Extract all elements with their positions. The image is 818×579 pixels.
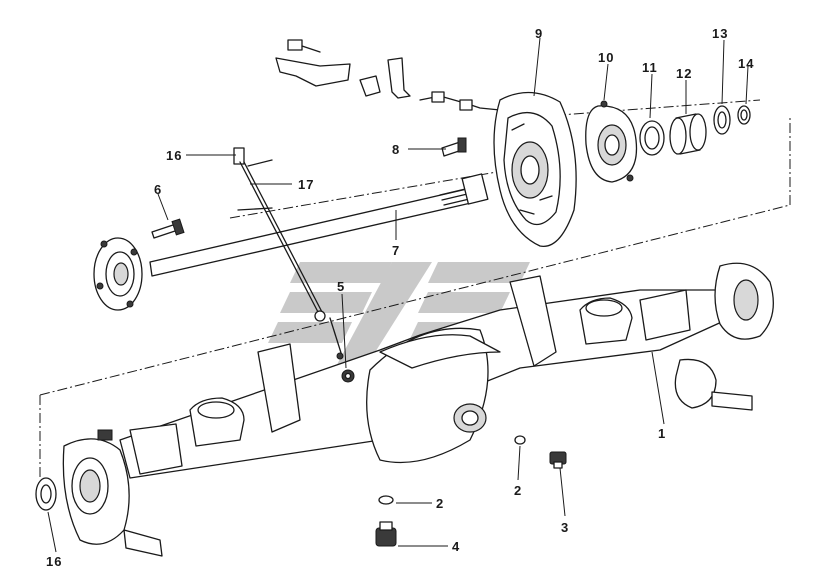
washer-2-upper	[514, 435, 526, 445]
callouts: 16 17 6 7 8 9 10 11 12 13 14 5 1 2 3 2 4…	[46, 26, 754, 569]
brake-back-plate	[493, 91, 577, 247]
callout-16-bottom: 16	[46, 554, 62, 569]
axle-shaft	[93, 173, 489, 311]
wheel-bolt	[151, 218, 185, 239]
bearing-housing	[585, 100, 638, 183]
plug-4	[375, 521, 397, 547]
brake-pipe	[233, 147, 344, 360]
brake-linkage	[275, 39, 501, 111]
callout-2-lower: 2	[436, 496, 444, 511]
callout-4: 4	[452, 539, 460, 554]
ring-13	[713, 105, 731, 135]
callout-12: 12	[676, 66, 692, 81]
callout-8: 8	[392, 142, 400, 157]
washer-2-lower	[378, 495, 394, 505]
callout-11: 11	[642, 60, 658, 75]
callout-6: 6	[154, 182, 162, 197]
bolt-8	[441, 137, 467, 157]
seal-16-bottom	[35, 477, 57, 511]
callout-17: 17	[298, 177, 314, 192]
bearing-12	[669, 113, 707, 155]
axle-housing	[119, 275, 727, 479]
drain-plug-3	[549, 451, 567, 469]
nut-14	[737, 105, 751, 125]
callout-7: 7	[392, 243, 400, 258]
callout-1: 1	[658, 426, 666, 441]
callout-3: 3	[561, 520, 569, 535]
callout-9: 9	[535, 26, 543, 41]
right-hub-knuckle	[674, 262, 774, 411]
callout-13: 13	[712, 26, 728, 41]
oil-seal-11	[639, 120, 665, 156]
leader-lines	[47, 37, 749, 553]
callout-16-top: 16	[166, 148, 182, 163]
callout-10: 10	[598, 50, 614, 65]
nut-5	[341, 369, 355, 383]
left-hub-knuckle	[62, 429, 163, 557]
callout-2-upper: 2	[514, 483, 522, 498]
callout-14: 14	[738, 56, 754, 71]
callout-5: 5	[337, 279, 345, 294]
